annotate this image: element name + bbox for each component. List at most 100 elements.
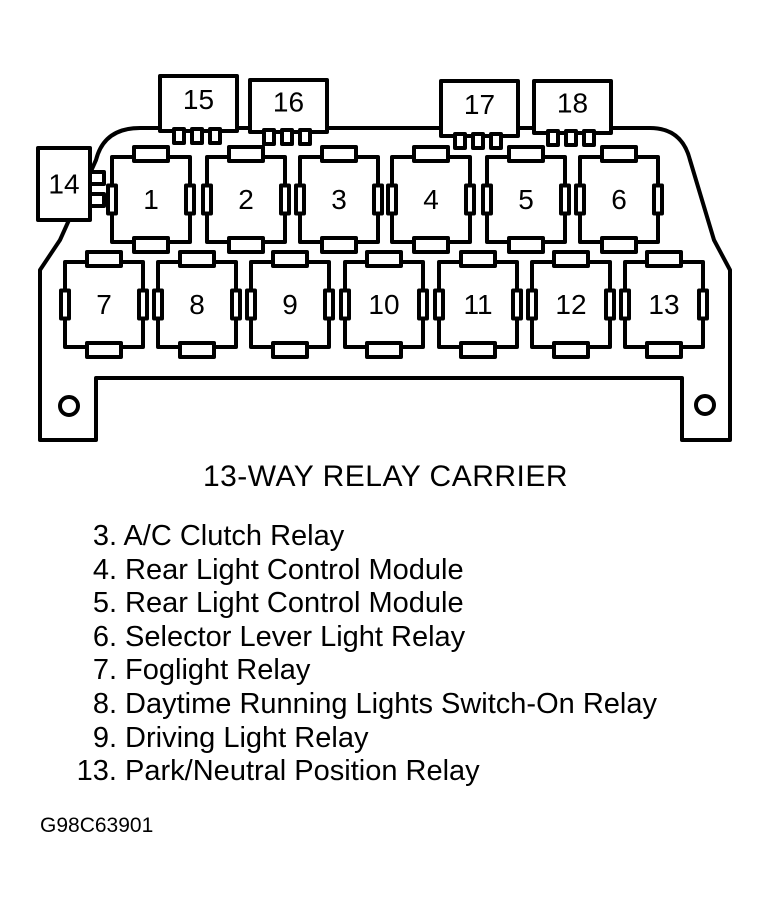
relay-tab-bottom [85,341,123,359]
relay-slot-18 [532,79,613,135]
legend-text: A/C Clutch Relay [117,520,345,552]
relay-position-label-1: 1 [143,184,159,215]
relay-tab-top [459,250,497,268]
relay-pin [564,129,578,147]
relay-tab-top [132,145,170,163]
legend-item: 3. A/C Clutch Relay [40,520,657,554]
relay-tab-top [227,145,265,163]
mount-hole-right [694,394,716,416]
relay-notch-left [619,288,631,321]
relay-position-label-16: 16 [273,86,304,117]
figure-code: G98C63901 [40,814,154,837]
legend-item: 5. Rear Light Control Module [40,587,657,621]
relay-position-label-9: 9 [282,289,298,320]
relay-position-label-17: 17 [464,89,495,120]
relay-tab-bottom [645,341,683,359]
relay-tab-top [320,145,358,163]
relay-notch-right [697,288,709,321]
relay-pin [172,127,186,145]
relay-notch-right [559,183,571,216]
relay-position-label-8: 8 [189,289,205,320]
relay-tab-bottom [552,341,590,359]
legend-number: 5. [92,587,117,620]
relay-notch-right [323,288,335,321]
relay-tab-bottom [459,341,497,359]
relay-notch-left [526,288,538,321]
legend-item: 13. Park/Neutral Position Relay [40,755,657,789]
relay-position-label-5: 5 [518,184,534,215]
relay-notch-left [386,183,398,216]
relay-position-label-7: 7 [96,289,112,320]
relay-position-label-12: 12 [555,289,586,320]
relay-position-label-10: 10 [368,289,399,320]
relay-position-label-13: 13 [648,289,679,320]
relay-pin [280,128,294,146]
legend-number: 13. [76,755,117,788]
relay-position-label-11: 11 [463,289,492,320]
relay-tab-top [507,145,545,163]
relay-tab-bottom [227,236,265,254]
relay-tab-bottom [412,236,450,254]
legend-item: 7. Foglight Relay [40,654,657,688]
legend-number: 9. [92,721,117,754]
relay-tab-top [365,250,403,268]
legend-text: Rear Light Control Module [117,553,464,586]
relay-tab-top [178,250,216,268]
legend-text: Foglight Relay [117,654,311,687]
relay-notch-left [339,288,351,321]
legend-item: 6. Selector Lever Light Relay [40,621,657,655]
relay-pin [190,127,204,145]
relay-notch-left [245,288,257,321]
relay-pin [489,132,503,150]
legend-number: 7. [92,654,117,687]
relay-notch-left [201,183,213,216]
relay-position-label-6: 6 [611,184,627,215]
relay-notch-left [481,183,493,216]
relay-position-label-2: 2 [238,184,254,215]
relay-tab-bottom [178,341,216,359]
relay-notch-left [106,183,118,216]
legend-item: 4. Rear Light Control Module [40,554,657,588]
relay-position-label-4: 4 [423,184,439,215]
relay-notch-right [604,288,616,321]
relay-notch-right [230,288,242,321]
relay-notch-right [652,183,664,216]
relay-notch-right [464,183,476,216]
relay-tab-top [85,250,123,268]
mount-hole-left [58,395,80,417]
relay-tab-bottom [365,341,403,359]
relay-tab-top [412,145,450,163]
legend-number: 4. [92,553,117,586]
relay-notch-left [152,288,164,321]
relay-pin [298,128,312,146]
relay-notch-left [574,183,586,216]
relay-tab-bottom [132,236,170,254]
legend-text: Rear Light Control Module [117,587,464,620]
relay-position-label-18: 18 [557,87,588,118]
relay-position-label-3: 3 [331,184,347,215]
relay-pin [453,132,467,150]
relay-tab-side [88,170,106,186]
relay-position-label-15: 15 [183,84,214,115]
relay-pin [262,128,276,146]
legend-number: 3. [92,520,117,552]
legend-text: Daytime Running Lights Switch-On Relay [117,687,657,720]
relay-tab-top [552,250,590,268]
relay-pin [208,127,222,145]
relay-slot-15 [158,74,239,133]
relay-tab-bottom [320,236,358,254]
legend-number: 8. [92,687,117,720]
legend-item: 9. Driving Light Relay [40,722,657,756]
carrier-housing [38,126,732,442]
legend-text: Driving Light Relay [117,721,369,754]
legend-text: Selector Lever Light Relay [117,620,466,653]
relay-notch-right [417,288,429,321]
legend-item: 8. Daytime Running Lights Switch-On Rela… [40,688,657,722]
relay-notch-right [279,183,291,216]
relay-tab-top [645,250,683,268]
relay-tab-bottom [600,236,638,254]
relay-notch-left [59,288,71,321]
relay-notch-right [184,183,196,216]
relay-pin [471,132,485,150]
